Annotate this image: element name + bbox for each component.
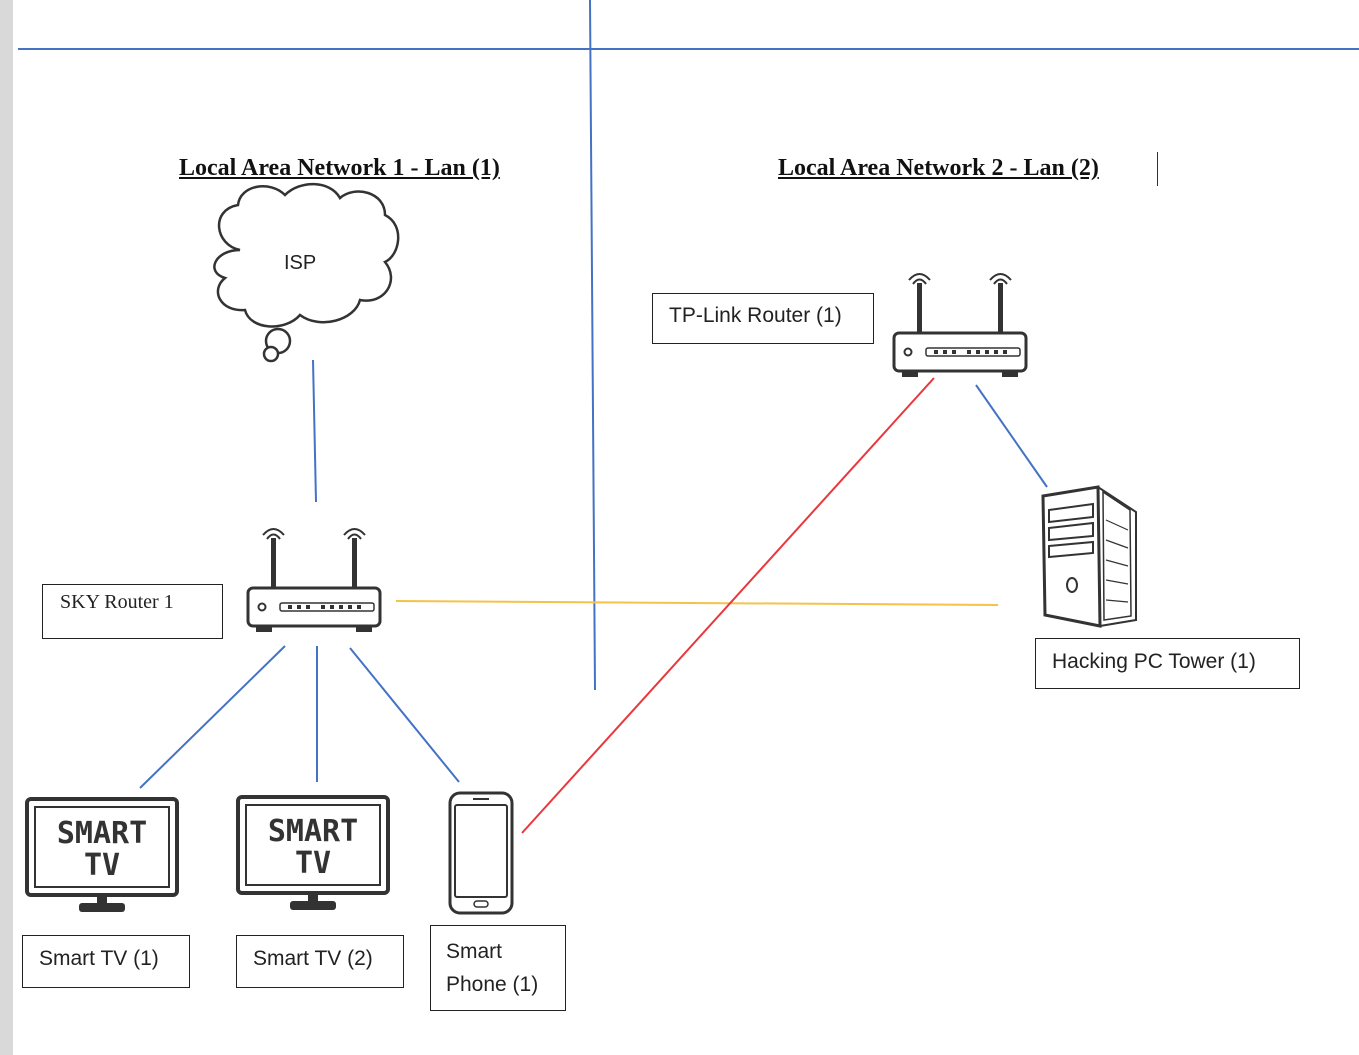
- link-sky-router-tv1: [139, 645, 286, 789]
- link-isp-sky-router: [312, 359, 317, 503]
- isp-label: ISP: [284, 252, 317, 274]
- smart-tv-2-screen-line2: TV: [295, 846, 331, 881]
- link-phone-tplink-router: [521, 377, 935, 834]
- smart-tv-1-icon: SMART TV: [25, 797, 179, 914]
- hacking-pc-label: Hacking PC Tower (1): [1035, 638, 1300, 689]
- smart-phone-label-line1: Smart: [446, 940, 503, 963]
- smart-phone-icon: [448, 791, 514, 915]
- divider-vertical: [589, 0, 596, 691]
- link-sky-router-phone: [349, 647, 460, 783]
- smart-tv-1-label: Smart TV (1): [22, 935, 190, 988]
- link-tplink-router-pc: [975, 384, 1048, 488]
- lan2-title: Local Area Network 2 - Lan (2): [778, 155, 1099, 181]
- text-cursor: [1157, 152, 1158, 186]
- page-left-margin: [0, 0, 13, 1055]
- link-sky-router-pc: [395, 600, 999, 606]
- isp-cloud-icon: [213, 182, 400, 363]
- smart-phone-label-line2: Phone (1): [446, 973, 539, 996]
- lan1-title: Local Area Network 1 - Lan (1): [179, 155, 500, 181]
- tplink-router-label: TP-Link Router (1): [652, 293, 874, 344]
- sky-router-icon: [246, 527, 382, 634]
- smart-tv-1-screen-line1: SMART: [57, 816, 147, 851]
- smart-phone-label: Smart Phone (1): [430, 925, 566, 1011]
- pc-tower-icon: [1041, 485, 1137, 628]
- smart-tv-1-screen-line2: TV: [84, 848, 120, 883]
- smart-tv-2-screen-line1: SMART: [268, 814, 358, 849]
- tplink-router-icon: [892, 272, 1028, 379]
- smart-tv-2-icon: SMART TV: [236, 795, 390, 912]
- smart-tv-2-label: Smart TV (2): [236, 935, 404, 988]
- sky-router-label: SKY Router 1: [42, 584, 223, 639]
